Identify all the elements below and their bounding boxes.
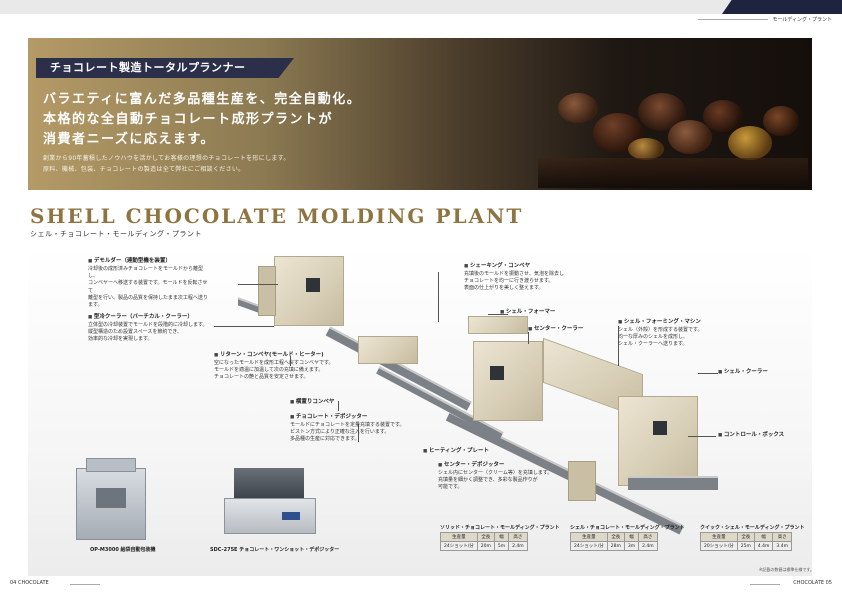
- annotation-return-conveyor: リターン・コンベヤ(モールド・ヒーター) 空になったモールドを成形工程へ戻すコン…: [214, 352, 334, 382]
- hero-headline-1: バラエティに富んだ多品種生産を、完全自動化。: [43, 92, 362, 107]
- shell-cooler-unit: [618, 396, 698, 486]
- page-title: SHELL CHOCOLATE MOLDING PLANT: [30, 204, 524, 228]
- hero-description-2: 原料、機械、包装、チョコレートの製造は全て弊社にご相談ください。: [43, 166, 245, 173]
- shell-former-top: [468, 316, 528, 334]
- annotation-control-box: コントロール・ボックス: [718, 432, 798, 440]
- product-photo-packaging-machine: [76, 458, 146, 540]
- section-label: モールディング・プラント: [698, 16, 832, 23]
- spec-solid-plant: ソリッド・チョコレート・モールディング・プラント 生産量全長幅高さ 24ショット…: [440, 525, 560, 551]
- annotation-vertical-cooler: 型冷クーラー（バーチカル・クーラー） 立体型の冷却装置でモールドを段階的に冷却し…: [88, 314, 208, 344]
- hero-tag: チョコレート製造トータルプランナー: [36, 58, 294, 78]
- depositor-unit: [358, 336, 418, 364]
- machine-window: [490, 366, 504, 380]
- control-box: [568, 461, 596, 501]
- hero-headline-2: 本格的な全自動チョコレート成形プラントが: [43, 112, 334, 127]
- demolder-side: [258, 266, 276, 316]
- top-bar: [0, 0, 842, 14]
- machine-window: [653, 421, 667, 435]
- annotation-shell-cooler: シェル・クーラー: [718, 369, 798, 377]
- footer-rule-right: [750, 584, 780, 585]
- annotation-center-depositor: センター・デポジッター シェル内にセンター（クリーム等）を充填します。 充填量を…: [438, 462, 558, 492]
- conveyor-line: [238, 297, 258, 313]
- spec-shell-plant: シェル・チョコレート・モールディング・プラント 生産量全長幅高さ 24ショット/…: [570, 525, 685, 551]
- plant-diagram: デモルダー（連動型機を装置） 冷却後の成形済みチョコレートをモールドから離型し、…: [28, 246, 812, 576]
- annotation-heating-plate: ヒーティング・プレート: [423, 448, 503, 456]
- annotation-center-cooler: センター・クーラー: [528, 326, 608, 334]
- annotation-shell-forming-machine: シェル・フォーミング・マシン シェル（外殻）を形成する装置です。 均一な厚みのシ…: [618, 319, 728, 349]
- product-photo-depositor: [224, 468, 316, 540]
- product-caption-2: SDC-275E チョコレート・ワンショット・デポジッター: [210, 547, 340, 553]
- spec-note: ※記載の数値は標準仕様です。: [759, 567, 814, 572]
- hero-banner: チョコレート製造トータルプランナー バラエティに富んだ多品種生産を、完全自動化。…: [28, 38, 812, 190]
- center-cooler-unit: [473, 341, 543, 421]
- page-subtitle: シェル・チョコレート・モールディング・プラント: [30, 230, 203, 238]
- annotation-chocolate-depositor: チョコレート・デポジッター モールドにチョコレートを定量充填する装置です。 ピス…: [290, 414, 410, 444]
- annotation-shell-former: シェル・フォーマー: [500, 309, 580, 317]
- product-caption-1: OP-M3000 給袋自動包装機: [90, 547, 156, 553]
- annotation-demolder: デモルダー（連動型機を装置） 冷却後の成形済みチョコレートをモールドから離型し、…: [88, 258, 208, 309]
- footer-page-right: CHOCOLATE 05: [793, 580, 832, 586]
- conveyor-line: [628, 476, 718, 490]
- footer-rule-left: [70, 584, 100, 585]
- hero-headline-3: 消費者ニーズに応えます。: [43, 132, 216, 147]
- footer-page-left: 04 CHOCOLATE: [10, 580, 49, 586]
- annotation-shaking-conveyor: シェーキング・コンベヤ 充填後のモールドを振動させ、気泡を除去し チョコレートを…: [464, 263, 584, 293]
- hero-description-1: 創業から90年蓄積したノウハウを活かしてお客様の理想のチョコレートを形にします。: [43, 155, 290, 162]
- machine-window: [306, 278, 320, 292]
- top-bar-accent: [722, 0, 842, 14]
- annotation-transfer-conveyor: 横置りコンベヤ: [290, 399, 370, 407]
